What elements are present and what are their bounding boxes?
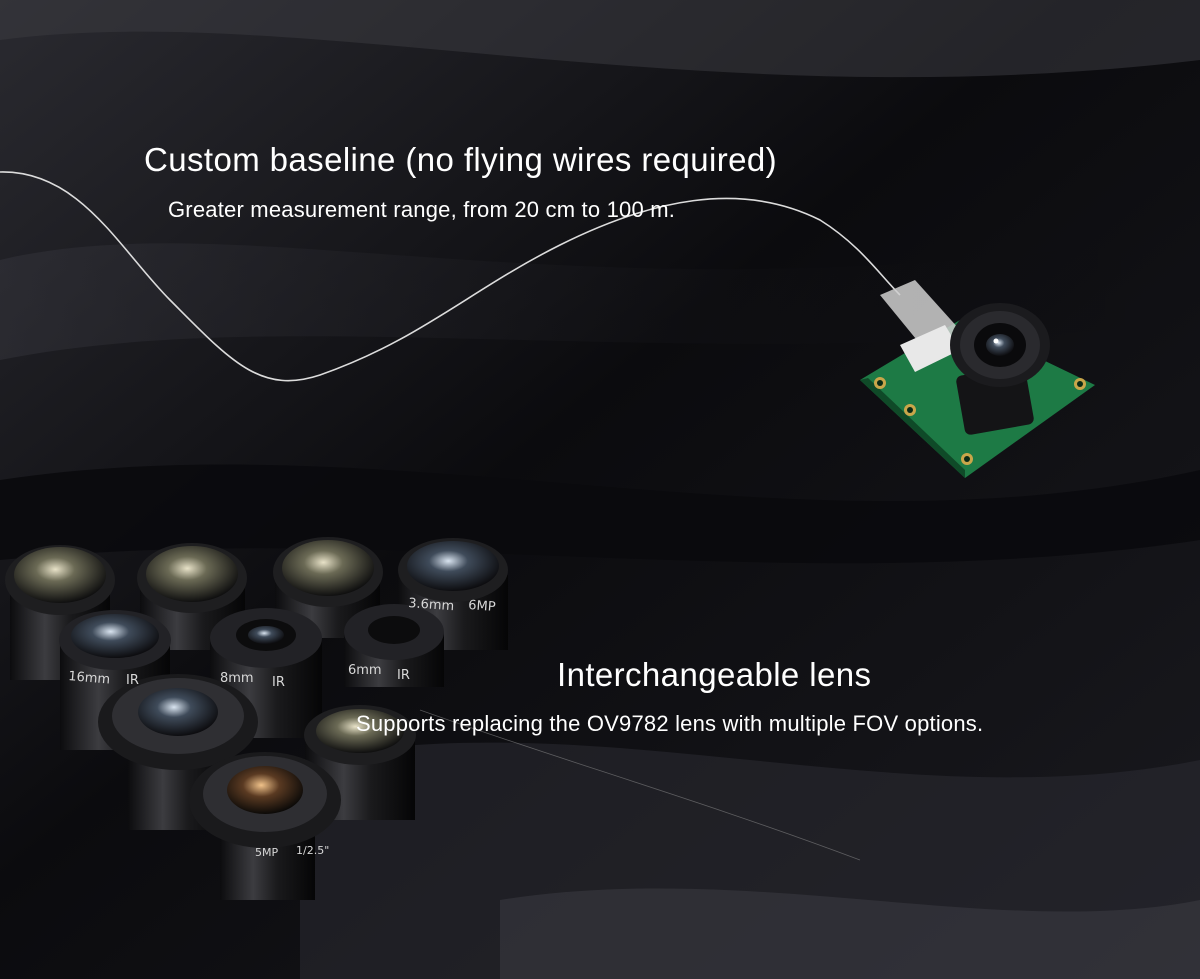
camera-module-image xyxy=(860,280,1095,478)
lens-subtitle: Supports replacing the OV9782 lens with … xyxy=(356,711,984,736)
lens-e-format: 1/2.5" xyxy=(296,844,329,857)
lens-d-ir: IR xyxy=(397,668,410,683)
lens-c-focal: 8mm xyxy=(220,671,254,686)
lens-e-resolution: 5MP xyxy=(255,846,278,859)
lens-c-ir: IR xyxy=(272,675,285,690)
baseline-subtitle: Greater measurement range, from 20 cm to… xyxy=(168,197,676,222)
lens-title: Interchangeable lens xyxy=(557,656,872,693)
ribbon-cable xyxy=(0,171,901,382)
lens-b-ir: IR xyxy=(126,673,139,688)
baseline-title: Custom baseline (no flying wires require… xyxy=(144,141,778,178)
lens-a-focal: 3.6mm xyxy=(408,596,455,614)
lens-a-resolution: 6MP xyxy=(468,598,496,615)
lens-b-focal: 16mm xyxy=(68,669,111,688)
lens-cluster-image xyxy=(5,537,508,900)
lens-d-focal: 6mm xyxy=(348,663,382,678)
